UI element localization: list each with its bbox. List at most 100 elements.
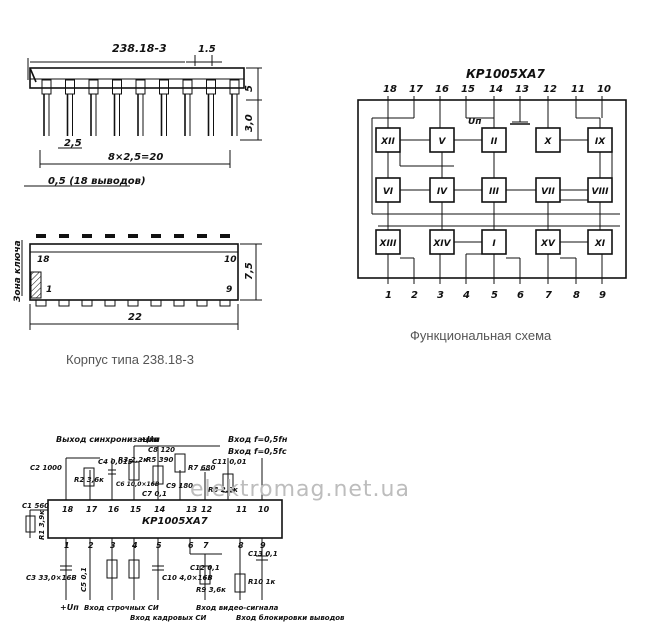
chip-bottom-pin-label: 6 (188, 541, 194, 550)
resistor-r1 (25, 515, 36, 533)
pin10-label: 10 (224, 255, 237, 265)
label-c7: C7 0,1 (142, 490, 167, 498)
up-label: Uп (468, 117, 482, 127)
line-sync-label: Вход строчных СИ (84, 604, 159, 612)
func-block-label: XII (380, 137, 395, 147)
resistor-r5 (152, 465, 164, 485)
bottom-pad (35, 299, 47, 307)
resistor-r10 (234, 573, 246, 593)
label-c9: C9 180 (166, 482, 193, 490)
key-zone-marker (30, 271, 42, 299)
leads-label: 0,5 (18 выводов) (48, 176, 146, 187)
func-block (375, 127, 401, 153)
lead-shoulder (41, 79, 52, 95)
key-zone-label: Зона ключа (13, 240, 23, 302)
func-block-label: V (439, 137, 447, 147)
resistor-bottom (128, 559, 140, 579)
label-c12: C12 0,1 (190, 564, 220, 572)
func-top-pin-label: 10 (597, 84, 611, 95)
top-pad (151, 234, 161, 238)
top-pad (220, 234, 230, 238)
func-block (481, 177, 507, 203)
func-top-pin-label: 16 (435, 84, 449, 95)
bottom-pad (173, 299, 185, 307)
bottom-pads (35, 299, 231, 307)
func-bottom-pin-label: 7 (545, 290, 552, 301)
func-block-label: II (491, 137, 498, 147)
dim-3-label: 3,0 (244, 114, 255, 132)
frame-sync-label: Вход кадровых СИ (130, 614, 207, 622)
chip-bottom-pin-label: 8 (238, 541, 244, 550)
dim-25-label: 2,5 (64, 138, 82, 149)
label-c10: C10 4,0×16В (162, 574, 213, 582)
top-pad (82, 234, 92, 238)
label-r1: R1 3,9к (38, 510, 46, 540)
chip-bottom-pin-label: 7 (203, 541, 209, 550)
dim-5-label: 5 (244, 85, 255, 92)
package-type-label: 238.18-3 (112, 42, 167, 55)
lead-shoulder (135, 79, 146, 95)
chip-top-pin-label: 16 (108, 505, 120, 514)
chip-top-pin-label: 11 (236, 505, 247, 514)
chip-body (47, 499, 283, 539)
func-block (481, 229, 507, 255)
chip-bottom-pin-label: 5 (156, 541, 162, 550)
bottom-pad (104, 299, 116, 307)
chip-top-pin-label: 10 (258, 505, 270, 514)
func-top-pin-label: 12 (543, 84, 557, 95)
func-block-label: XV (540, 239, 556, 249)
watermark: elektromag.net.ua (190, 477, 410, 502)
label-r8: R8 2,2к (208, 486, 238, 494)
func-block (535, 177, 561, 203)
func-bottom-pin-label: 4 (462, 290, 470, 301)
input-label-1: Вход f=0,5fн (228, 435, 288, 444)
func-top-pin-label: 15 (461, 84, 475, 95)
resistor-r3 (128, 461, 140, 481)
func-block-label: X (544, 137, 553, 147)
label-c11: C11 0,01 (212, 458, 247, 466)
top-pad (36, 234, 46, 238)
label-c2: C2 1000 (30, 464, 62, 472)
func-block (429, 127, 455, 153)
pin1-label: 1 (46, 285, 52, 295)
chip-top-pin-label: 15 (130, 505, 142, 514)
lead-shoulder (112, 79, 122, 95)
bottom-up-label: +Uп (60, 603, 79, 612)
functional-title: КР1005ХА7 (466, 67, 546, 81)
top-pad (105, 234, 115, 238)
pin9-label: 9 (226, 285, 232, 295)
func-block (481, 127, 507, 153)
func-top-pin-label: 17 (409, 84, 423, 95)
func-block (587, 177, 613, 203)
func-bottom-pin-label: 1 (385, 290, 392, 301)
bottom-pad (58, 299, 70, 307)
top-pad (128, 234, 138, 238)
label-r3: R3 2,2к (118, 456, 148, 464)
resistor-r6 (106, 559, 118, 579)
func-block-label: I (492, 239, 496, 249)
resistor-r7 (174, 453, 186, 473)
sync-out-label: Выход синхронизации (56, 435, 160, 444)
func-block (375, 229, 401, 255)
bottom-pad (196, 299, 208, 307)
video-in-label: Вход видео-сигнала (196, 604, 279, 612)
func-block-label: IV (437, 187, 448, 197)
func-block-label: XIII (379, 239, 398, 249)
func-block-label: IX (595, 137, 606, 147)
span-label: 8×2,5=20 (108, 152, 163, 163)
label-c8: C8 120 (148, 446, 175, 454)
func-block (429, 177, 455, 203)
label-c5: C5 0,1 (80, 567, 88, 592)
func-top-pin-label: 18 (383, 84, 397, 95)
functional-diagram: КР1005ХА7 Uп 181172163154145136127118109… (357, 67, 627, 301)
func-block (535, 127, 561, 153)
func-block-label: VII (541, 187, 555, 197)
chip-bottom-pin-label: 9 (260, 541, 266, 550)
resistor-r2 (83, 467, 95, 487)
functional-caption: Функциональная схема (410, 328, 552, 343)
package-caption: Корпус типа 238.18-3 (66, 352, 194, 367)
func-block (375, 177, 401, 203)
label-r5: R5 390 (146, 456, 173, 464)
